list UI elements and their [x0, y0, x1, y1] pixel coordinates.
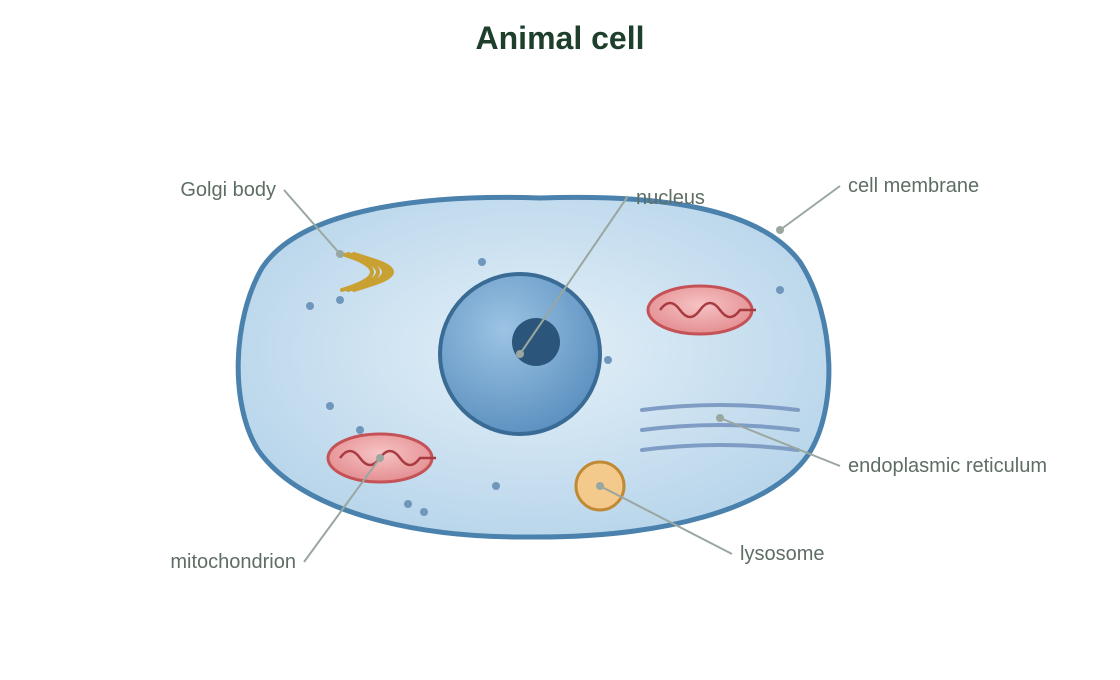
golgi-body-shape	[340, 252, 394, 292]
endoplasmic-reticulum-shape	[640, 403, 800, 452]
label-mitochondrion: mitochondrion	[170, 551, 296, 573]
diagram-title: Animal cell	[475, 20, 645, 56]
label-endoplasmic-reticulum: endoplasmic reticulum	[848, 455, 1047, 477]
mitochondrion-upper-shape	[646, 284, 756, 336]
nucleolus-shape	[512, 318, 560, 366]
label-cell-membrane: cell membrane	[848, 175, 979, 197]
label-lysosome: lysosome	[740, 543, 824, 565]
leader-lines	[283, 185, 841, 563]
label-nucleus: nucleus	[636, 187, 705, 209]
label-golgi-body: Golgi body	[180, 179, 276, 201]
